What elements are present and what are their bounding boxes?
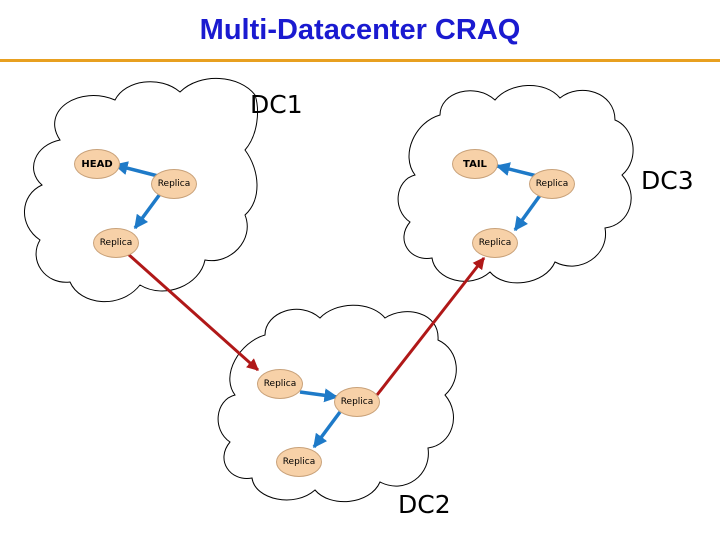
arrow-dc2-to-dc3 — [375, 257, 486, 396]
dc1-label: DC1 — [250, 90, 303, 119]
dc1-replica-node: Replica — [151, 169, 197, 199]
dc2-replica-node: Replica — [257, 369, 303, 399]
slide-title: Multi-Datacenter CRAQ — [199, 14, 521, 46]
arrow-dc1-to-dc2 — [127, 252, 259, 372]
dc3-label: DC3 — [641, 166, 694, 195]
arrow-dc2-replica-to-replica-upper — [299, 388, 339, 403]
arrow-dc1-replica-to-replica — [133, 192, 162, 230]
dc3-replica-node: Replica — [529, 169, 575, 199]
dc2-cloud — [217, 304, 457, 503]
tail-node: TAIL — [452, 149, 498, 179]
arrow-dc3-replica-to-replica — [513, 192, 543, 232]
dc2-replica-node: Replica — [334, 387, 380, 417]
arrow-dc1-replica-to-head — [113, 161, 159, 178]
arrow-dc2-replica-to-replica-lower — [312, 410, 342, 449]
arrow-dc3-replica-to-tail — [495, 162, 538, 178]
head-node: HEAD — [74, 149, 120, 179]
dc1-cloud — [24, 78, 258, 302]
title-divider — [0, 59, 720, 62]
dc3-replica-node: Replica — [472, 228, 518, 258]
dc2-label: DC2 — [398, 490, 451, 519]
dc3-cloud — [397, 85, 634, 284]
dc2-replica-node: Replica — [276, 447, 322, 477]
dc1-replica-node: Replica — [93, 228, 139, 258]
